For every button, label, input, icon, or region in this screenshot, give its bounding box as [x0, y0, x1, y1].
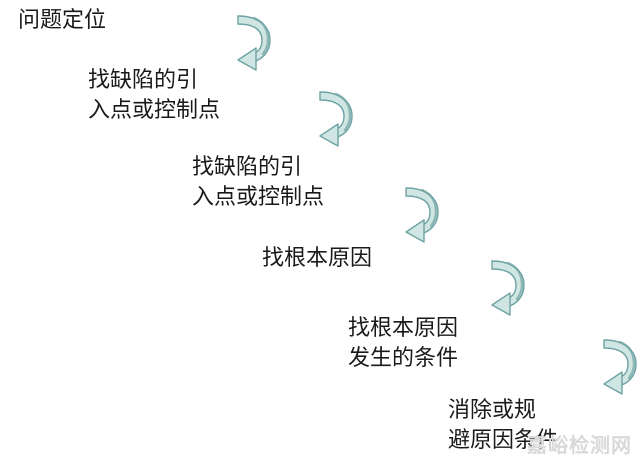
curved-arrow-icon-4	[491, 260, 525, 316]
curved-arrow-icon-5	[603, 339, 637, 395]
step-1: 问题定位	[18, 6, 106, 36]
step-2-line-1: 找缺陷的引	[88, 68, 199, 93]
curved-arrow-icon-3	[405, 187, 439, 243]
step-5-line-1: 找根本原因	[348, 316, 459, 341]
curved-arrow-icon-2	[319, 91, 353, 147]
step-6-line-1: 消除或规	[448, 398, 537, 423]
step-4-line-1: 找根本原因	[262, 246, 373, 271]
step-4: 找根本原因	[262, 244, 372, 274]
step-6: 消除或规 避原因条件	[448, 396, 558, 456]
step-6-line-2: 避原因条件	[448, 428, 559, 453]
step-3: 找缺陷的引 入点或控制点	[192, 153, 324, 213]
step-3-line-1: 找缺陷的引	[192, 155, 303, 180]
step-1-line-1: 问题定位	[18, 8, 107, 33]
step-5-line-2: 发生的条件	[348, 346, 459, 371]
step-5: 找根本原因 发生的条件	[348, 314, 458, 374]
step-2-line-2: 入点或控制点	[88, 98, 221, 123]
step-2: 找缺陷的引 入点或控制点	[88, 66, 220, 126]
step-3-line-2: 入点或控制点	[192, 185, 325, 210]
curved-arrow-icon-1	[237, 15, 271, 71]
watermark: 嘉峪检测网	[527, 433, 632, 457]
